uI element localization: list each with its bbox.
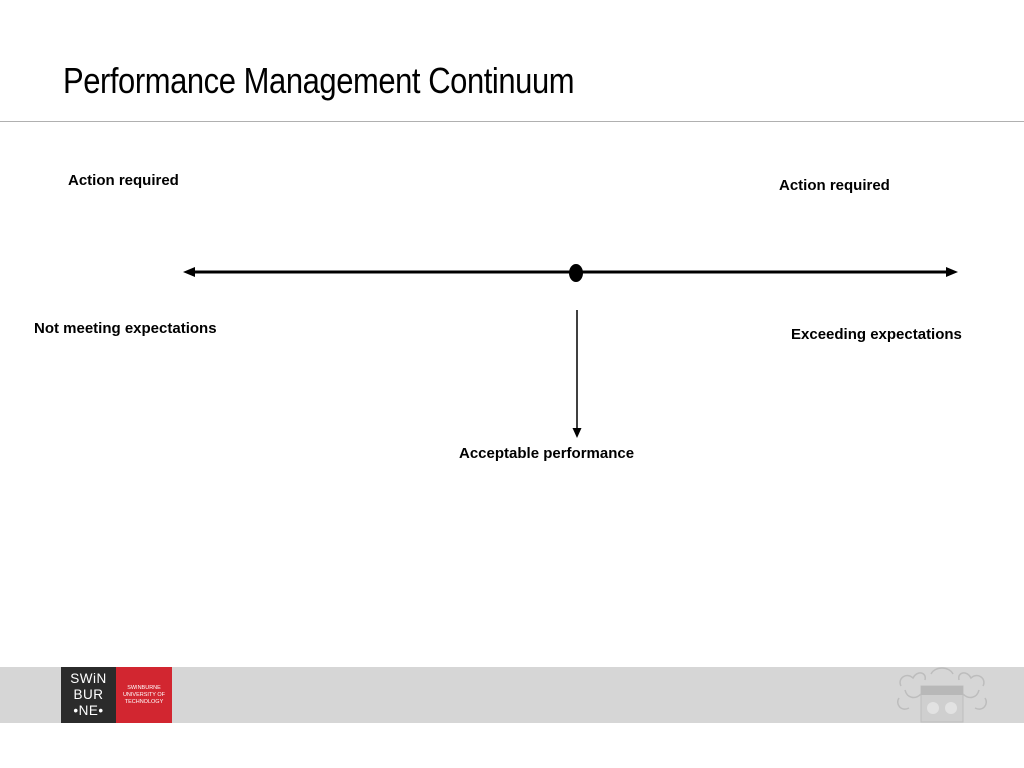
- logo-line: SWiN: [70, 671, 107, 686]
- logo-line: BUR: [73, 687, 104, 702]
- title-divider: [0, 121, 1024, 122]
- acceptable-pointer: [572, 310, 582, 438]
- crest-watermark-icon: [897, 667, 987, 723]
- swinburne-logo: SWiN BUR •NE• SWINBURNE UNIVERSITY OF TE…: [61, 667, 172, 723]
- midpoint-marker: [569, 264, 583, 282]
- action-required-right-label: Action required: [779, 177, 890, 194]
- continuum-line: [183, 267, 958, 277]
- action-required-left-label: Action required: [68, 172, 179, 189]
- not-meeting-label: Not meeting expectations: [34, 320, 217, 337]
- tagline-line: SWINBURNE: [127, 684, 161, 691]
- slide-title: Performance Management Continuum: [63, 60, 575, 101]
- logo-tagline: SWINBURNE UNIVERSITY OF TECHNOLOGY: [116, 667, 172, 723]
- tagline-line: TECHNOLOGY: [124, 698, 164, 705]
- left-arrowhead: [183, 267, 195, 277]
- acceptable-label: Acceptable performance: [459, 445, 635, 462]
- tagline-line: UNIVERSITY OF: [122, 691, 166, 698]
- down-arrowhead: [572, 428, 582, 438]
- exceeding-label: Exceeding expectations: [791, 326, 962, 343]
- right-arrowhead: [946, 267, 958, 277]
- logo-wordmark: SWiN BUR •NE•: [61, 667, 116, 723]
- logo-line: •NE•: [73, 703, 104, 718]
